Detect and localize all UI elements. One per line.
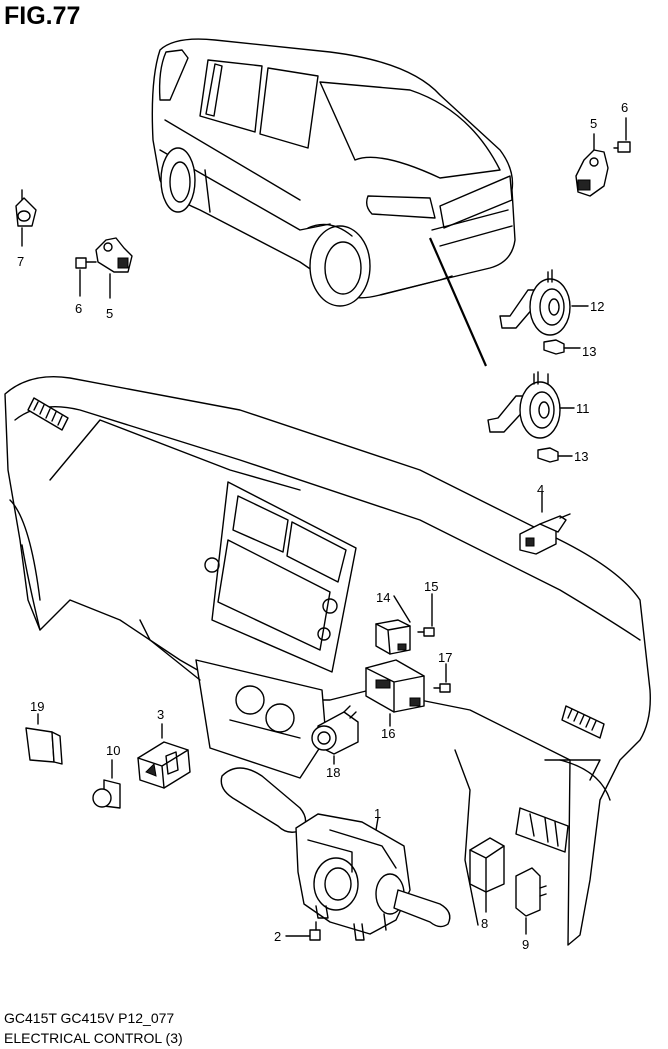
part-combination-switch-1 — [220, 767, 451, 941]
location-pointer-line — [428, 237, 488, 367]
callout-16: 16 — [381, 726, 395, 741]
callout-17: 17 — [438, 650, 452, 665]
part-bolt-13-lower — [537, 447, 573, 463]
part-screw-6-right — [613, 117, 631, 153]
callout-12: 12 — [590, 299, 604, 314]
footer-model-code: GC415T GC415V P12_077 — [4, 1010, 175, 1026]
part-switch-5-left — [95, 237, 133, 299]
callout-6: 6 — [621, 100, 628, 115]
part-screw-17 — [433, 663, 451, 693]
callout-10: 10 — [106, 743, 120, 758]
part-horn-11 — [487, 371, 575, 439]
callout-1: 1 — [374, 806, 381, 821]
callout-4: 4 — [537, 482, 544, 497]
part-screw-6-left — [75, 257, 97, 297]
callout-3: 3 — [157, 707, 164, 722]
part-ignition-switch-18 — [311, 705, 359, 765]
part-switch-4 — [519, 491, 571, 555]
callout-11: 11 — [576, 401, 590, 416]
part-switch-19 — [25, 713, 63, 765]
dashboard-panel — [4, 376, 651, 946]
callout-15: 15 — [424, 579, 438, 594]
part-switch-3 — [137, 723, 191, 789]
part-switch-10 — [92, 759, 121, 809]
part-switch-8 — [469, 837, 505, 913]
callout-19: 19 — [30, 699, 44, 714]
callout-13: 13 — [582, 344, 596, 359]
callout-7: 7 — [17, 254, 24, 269]
part-switch-9 — [515, 867, 547, 935]
callout-14: 14 — [376, 590, 390, 605]
part-switch-5-right — [575, 133, 609, 197]
part-screw-15 — [417, 593, 435, 637]
callout-6: 6 — [75, 301, 82, 316]
callout-13: 13 — [574, 449, 588, 464]
callout-2: 2 — [274, 929, 281, 944]
footer-section-name: ELECTRICAL CONTROL (3) — [4, 1030, 183, 1046]
callout-9: 9 — [522, 937, 529, 952]
callout-labels: 6 5 7 6 5 12 13 11 13 4 15 14 17 16 19 3… — [17, 100, 628, 952]
callout-18: 18 — [326, 765, 340, 780]
part-grommet-7 — [15, 189, 37, 247]
part-module-16 — [365, 659, 425, 727]
callout-5: 5 — [106, 306, 113, 321]
figure-title: FIG.77 — [4, 2, 81, 30]
callout-5: 5 — [590, 116, 597, 131]
part-screw-2 — [285, 921, 321, 941]
van-illustration — [151, 38, 516, 307]
part-horn-12 — [499, 269, 589, 336]
callout-8: 8 — [481, 916, 488, 931]
part-bolt-13-upper — [543, 339, 581, 355]
part-relay-14 — [375, 595, 411, 655]
